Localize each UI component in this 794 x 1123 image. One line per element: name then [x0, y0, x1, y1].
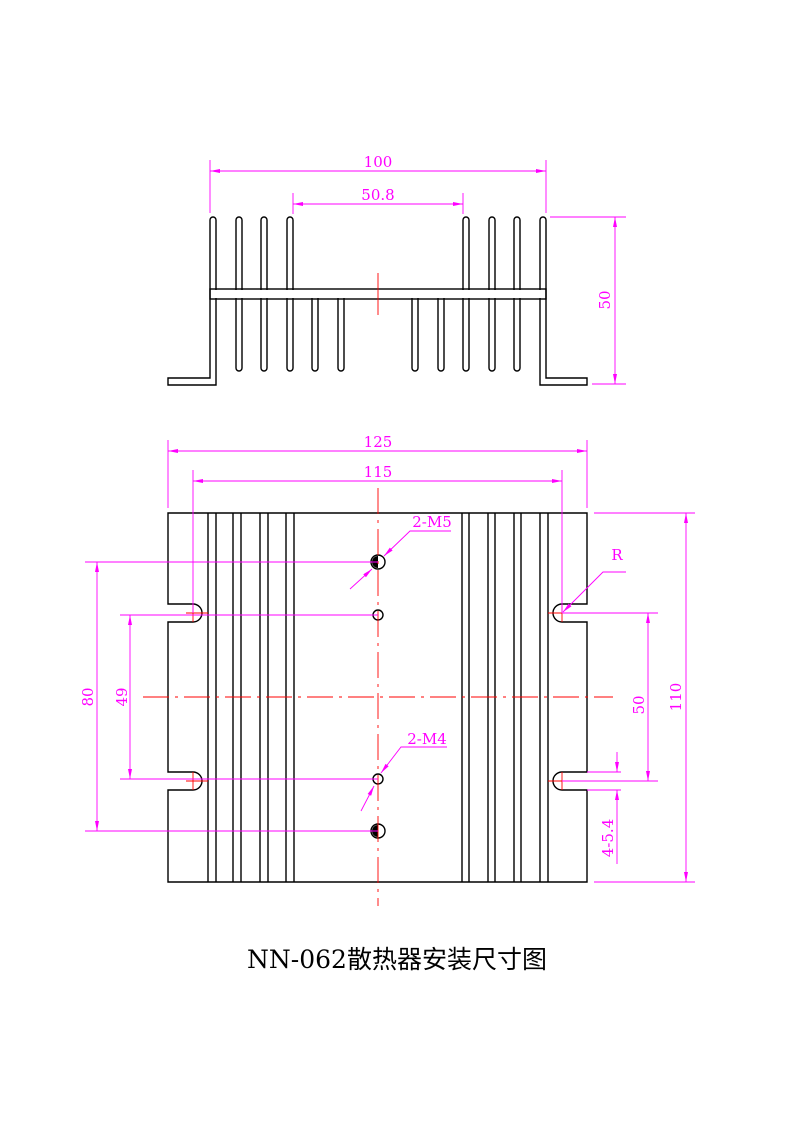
top-view-profile — [167, 216, 588, 386]
radius-label: R — [611, 546, 623, 564]
dim-125-label: 125 — [364, 433, 393, 451]
dim-115-label: 115 — [364, 463, 393, 481]
m5-label: 2-M5 — [412, 513, 452, 531]
fin-bottom — [311, 298, 319, 372]
drawing-title: NN-062散热器安装尺寸图 — [247, 945, 547, 974]
fin-top — [488, 216, 496, 290]
fin-bottom — [260, 298, 268, 372]
radius-leader — [562, 571, 626, 613]
top-dimensions: 100 50.8 50 — [209, 153, 626, 385]
fin-bottom — [513, 298, 521, 372]
dim-49-label: 49 — [113, 687, 131, 706]
fin-top — [513, 216, 521, 290]
m4-leader — [380, 746, 447, 774]
dim-50-label: 50 — [630, 695, 648, 714]
plate-outline — [167, 512, 588, 883]
fin-bottom — [411, 298, 419, 372]
right-wall — [539, 216, 588, 386]
fin-top — [286, 216, 294, 290]
bottom-view-plate — [143, 488, 613, 906]
fin-top — [260, 216, 268, 290]
m4-label: 2-M4 — [407, 730, 447, 748]
dim-110-label: 110 — [667, 683, 685, 712]
dim-80-label: 80 — [79, 687, 97, 706]
fin-bottom — [437, 298, 445, 372]
bottom-dimensions: 125 115 80 49 110 50 4-5.4 R — [79, 433, 695, 883]
fin-top — [462, 216, 470, 290]
fin-bottom — [462, 298, 470, 372]
left-wall — [167, 216, 217, 386]
dim-width-label: 100 — [364, 153, 393, 171]
fin-top — [235, 216, 243, 290]
dim-height-label: 50 — [596, 290, 614, 309]
fin-bottom — [337, 298, 345, 372]
m5-leader — [383, 530, 451, 557]
dim-inner-label: 50.8 — [361, 186, 394, 204]
fin-bottom — [286, 298, 294, 372]
fin-bottom — [488, 298, 496, 372]
dim-slot-width-label: 4-5.4 — [599, 819, 617, 857]
fin-bottom — [235, 298, 243, 372]
